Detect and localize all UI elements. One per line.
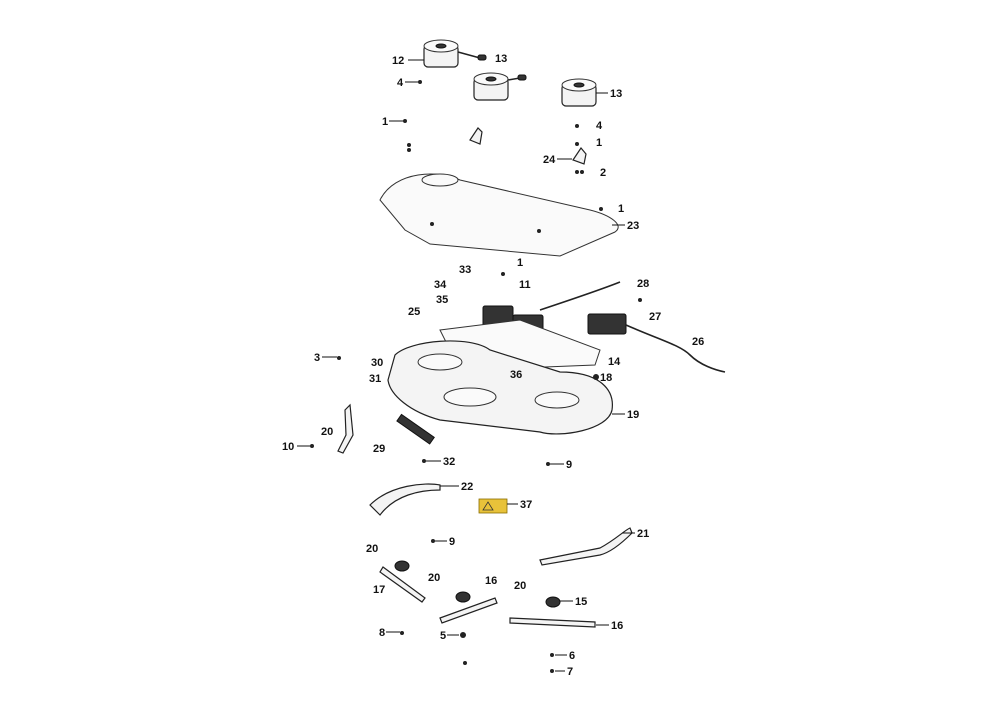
- callout-6: 6: [569, 650, 575, 662]
- hub-left: [394, 560, 410, 572]
- callout-9: 9: [566, 459, 572, 471]
- blade-16-right: [509, 617, 596, 628]
- callout-4: 4: [397, 77, 404, 89]
- cross-bar-21: [539, 527, 633, 566]
- blade-well-center: [443, 387, 497, 407]
- blade-well-left: [417, 353, 463, 371]
- callout-25: 25: [408, 306, 420, 318]
- callout-32: 32: [443, 456, 455, 468]
- callout-22: 22: [461, 481, 473, 493]
- motor-13-right: [561, 78, 597, 107]
- callout-7: 7: [567, 666, 573, 678]
- warning-label-37: [478, 498, 508, 514]
- callout-4: 4: [596, 120, 603, 132]
- blade-well-right: [534, 391, 580, 409]
- callout-1: 1: [618, 203, 624, 215]
- callout-2: 2: [600, 167, 606, 179]
- callout-11: 11: [519, 279, 531, 291]
- callout-1: 1: [517, 257, 523, 269]
- callout-16: 16: [485, 575, 497, 587]
- hub-15: [545, 596, 561, 608]
- callout-27: 27: [649, 311, 661, 323]
- callout-29: 29: [373, 443, 385, 455]
- callout-20: 20: [428, 572, 440, 584]
- callout-15: 15: [575, 596, 587, 608]
- callout-35: 35: [436, 294, 448, 306]
- callout-21: 21: [637, 528, 649, 540]
- callout-14: 14: [608, 356, 621, 368]
- motor-12: [423, 39, 487, 68]
- motor-13-center: [473, 72, 527, 101]
- callout-13: 13: [610, 88, 622, 100]
- controller-box-c: [587, 313, 627, 335]
- callout-10: 10: [282, 441, 294, 453]
- callout-34: 34: [434, 279, 447, 291]
- callout-5: 5: [440, 630, 446, 642]
- callout-19: 19: [627, 409, 639, 421]
- callout-37: 37: [520, 499, 532, 511]
- callout-1: 1: [382, 116, 388, 128]
- bracket-24: [572, 146, 587, 165]
- callout-24: 24: [543, 154, 556, 166]
- callout-16: 16: [611, 620, 623, 632]
- callout-20: 20: [514, 580, 526, 592]
- callout-18: 18: [600, 372, 612, 384]
- callout-28: 28: [637, 278, 649, 290]
- deflector-22: [369, 483, 441, 516]
- blade-17: [379, 566, 426, 603]
- bracket-left: [469, 127, 483, 145]
- wiring-harness-26: [625, 324, 726, 373]
- wire-upper: [539, 281, 621, 311]
- callout-9: 9: [449, 536, 455, 548]
- callout-30: 30: [371, 357, 383, 369]
- hub-center: [455, 591, 471, 603]
- callout-17: 17: [373, 584, 385, 596]
- bolts: [310, 80, 642, 673]
- deck-frame-23: [379, 173, 619, 257]
- callout-8: 8: [379, 627, 385, 639]
- callout-33: 33: [459, 264, 471, 276]
- frame-cup: [421, 173, 459, 187]
- blade-16-left: [439, 597, 498, 624]
- warning-triangle-icon: [482, 501, 494, 511]
- callout-36: 36: [510, 369, 522, 381]
- callout-1: 1: [596, 137, 602, 149]
- callout-20: 20: [321, 426, 333, 438]
- callout-26: 26: [692, 336, 704, 348]
- callout-3: 3: [314, 352, 320, 364]
- callout-12: 12: [392, 55, 404, 67]
- callouts: 12 13 13 4 4 1 1 1 1 24 2 23 33 34 35 11…: [282, 53, 704, 678]
- callout-20: 20: [366, 543, 378, 555]
- callout-23: 23: [627, 220, 639, 232]
- callout-31: 31: [369, 373, 381, 385]
- callout-13: 13: [495, 53, 507, 65]
- roller-bar-29: [396, 413, 435, 445]
- side-guard: [337, 403, 354, 454]
